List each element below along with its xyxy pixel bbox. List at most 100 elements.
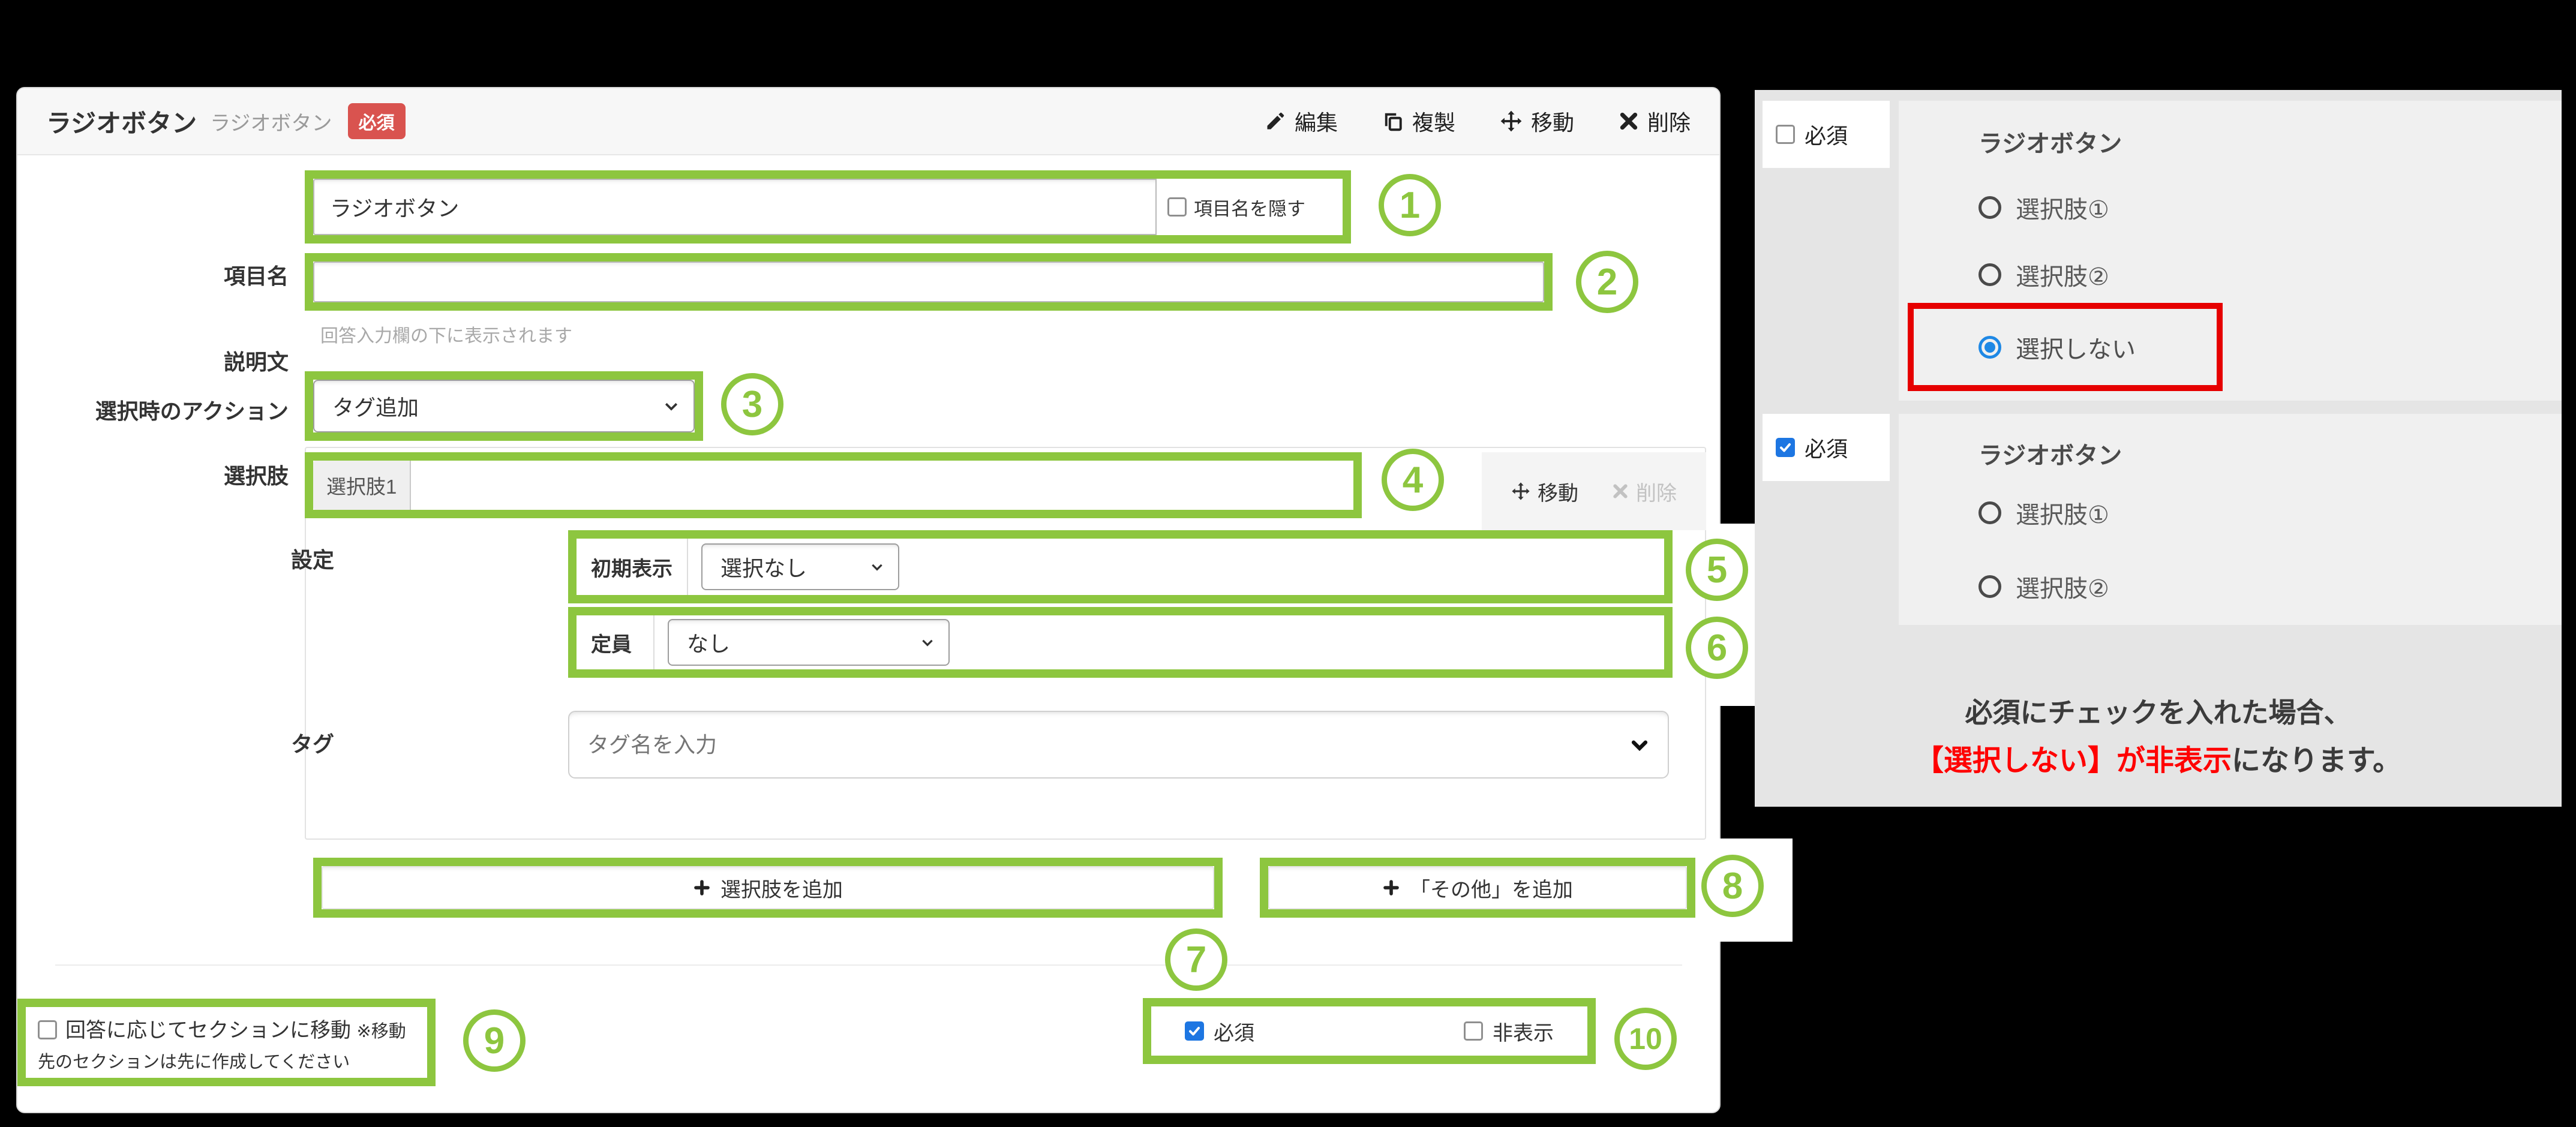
capacity-label: 定員 [577, 615, 654, 669]
description-annotation-box [305, 253, 1553, 311]
plus-icon [1382, 879, 1400, 897]
settings-label: 設定 [291, 548, 335, 572]
duplicate-button[interactable]: 複製 [1382, 106, 1455, 137]
capacity-value: なし [687, 632, 731, 656]
move-icon [1511, 482, 1530, 501]
required-label: 必須 [1214, 1021, 1254, 1045]
marker-9: 9 [463, 1009, 526, 1072]
section-move-checkbox[interactable] [38, 1020, 57, 1039]
choice-delete-label: 削除 [1636, 482, 1677, 505]
item-name-annotation-box: 項目名を隠す [305, 170, 1351, 244]
radio-icon[interactable] [1978, 263, 2001, 286]
required-option[interactable]: 必須 [1185, 1017, 1254, 1046]
marker-3: 3 [721, 373, 783, 435]
chevron-down-icon [662, 397, 680, 415]
choice-move-button[interactable]: 移動 [1511, 477, 1578, 506]
add-other-label: 「その他」を追加 [1410, 878, 1573, 901]
choice-delete-button[interactable]: 削除 [1612, 477, 1677, 506]
field-editor-card: ラジオボタン ラジオボタン 必須 編集 複製 移動 [16, 87, 1721, 1113]
radio-option[interactable]: 選択肢① [1978, 188, 2109, 227]
choice-input[interactable] [411, 461, 1353, 510]
marker-4: 4 [1382, 449, 1444, 511]
hidden-option[interactable]: 非表示 [1464, 1017, 1554, 1046]
footer-divider [55, 964, 1682, 966]
marker-2: 2 [1576, 251, 1638, 313]
preview-group1-area [1899, 101, 2562, 401]
capacity-annotation-box: 定員 なし [568, 607, 1673, 678]
required-label: 必須 [1805, 124, 1848, 148]
radio-selected-icon[interactable] [1978, 335, 2001, 359]
preview-group1-title: ラジオボタン [1978, 131, 2122, 157]
radio-option[interactable]: 選択肢② [1978, 567, 2109, 606]
choice-row-actions: 移動 削除 [1482, 452, 1706, 530]
delete-icon [1619, 111, 1639, 131]
no-selection-highlight-box: 選択しない [1908, 303, 2223, 391]
tag-input[interactable] [587, 732, 1629, 758]
choice-move-label: 移動 [1538, 482, 1578, 505]
delete-icon [1612, 483, 1629, 500]
preview-panel: 必須 ラジオボタン 選択肢① 選択肢② 選択しない 必須 ラジオボタン 選択肢①… [1755, 90, 2562, 807]
move-button[interactable]: 移動 [1500, 106, 1574, 137]
section-move-note: ※移動先のセクションは先に作成してください [38, 1022, 406, 1072]
preview-group2-required-cell: 必須 [1763, 414, 1890, 481]
radio-icon[interactable] [1978, 196, 2001, 219]
chevron-down-icon [869, 559, 885, 575]
select-action-value: タグ追加 [332, 395, 419, 420]
description-label: 説明文 [223, 350, 289, 374]
tag-combobox[interactable] [568, 711, 1669, 779]
description-helper-text: 回答入力欄の下に表示されます [320, 326, 572, 346]
choice-annotation-box: 選択肢1 [305, 452, 1362, 518]
marker-5: 5 [1686, 539, 1748, 601]
preview-group2-title: ラジオボタン [1978, 443, 2122, 469]
field-title: ラジオボタン [46, 109, 197, 137]
item-name-input[interactable] [313, 179, 1157, 235]
radio-option[interactable]: 選択肢① [1978, 494, 2109, 532]
preview-group2-area [1899, 414, 2562, 625]
radio-option-label: 選択肢② [2016, 264, 2109, 290]
header-actions: 編集 複製 移動 削除 [1265, 106, 1691, 137]
radio-icon[interactable] [1978, 575, 2001, 598]
choice-prefix: 選択肢1 [313, 461, 412, 510]
initial-display-dropdown[interactable]: 選択なし [701, 543, 899, 590]
required-checkbox[interactable] [1776, 125, 1795, 144]
edit-button[interactable]: 編集 [1265, 106, 1338, 137]
hide-item-name-checkbox[interactable] [1167, 197, 1187, 217]
radio-option[interactable]: 選択肢② [1978, 256, 2109, 294]
required-checkbox[interactable] [1185, 1021, 1204, 1041]
add-choice-annotation-box: 選択肢を追加 [313, 858, 1223, 918]
caption-line2-rest: になります。 [2231, 745, 2402, 777]
preview-group1-required-cell: 必須 [1763, 101, 1890, 168]
add-other-button[interactable]: 「その他」を追加 [1268, 866, 1687, 909]
delete-label: 削除 [1647, 110, 1691, 135]
field-subtitle: ラジオボタン [210, 112, 332, 135]
radio-option-label: 選択肢① [2016, 197, 2109, 223]
required-hidden-annotation-box: 必須 非表示 [1143, 998, 1596, 1064]
select-action-annotation-box: タグ追加 [305, 371, 703, 441]
required-checkbox[interactable] [1776, 438, 1795, 457]
description-input[interactable] [313, 262, 1544, 302]
radio-icon[interactable] [1978, 501, 2001, 524]
move-label: 移動 [1530, 110, 1574, 135]
marker-10: 10 [1614, 1008, 1677, 1070]
caption-line2: 【選択しない】が非表示になります。 [1755, 737, 2562, 779]
chevron-down-icon[interactable] [1629, 735, 1650, 755]
select-action-dropdown[interactable]: タグ追加 [313, 380, 695, 432]
delete-button[interactable]: 削除 [1619, 106, 1691, 137]
add-choice-label: 選択肢を追加 [720, 878, 843, 901]
caption-line1: 必須にチェックを入れた場合、 [1965, 697, 2352, 728]
chevron-down-icon [920, 635, 935, 650]
radio-option-label: 選択しない [2016, 336, 2136, 363]
capacity-dropdown[interactable]: なし [668, 619, 950, 666]
caption-line2-red: 【選択しない】が非表示 [1914, 745, 2232, 777]
select-action-label: 選択時のアクション [95, 399, 289, 423]
editor-header: ラジオボタン ラジオボタン 必須 編集 複製 移動 [17, 88, 1719, 155]
hidden-checkbox[interactable] [1464, 1021, 1483, 1041]
tag-label: タグ [291, 732, 335, 756]
plus-icon [693, 879, 711, 897]
hide-item-name-option[interactable]: 項目名を隠す [1157, 179, 1343, 235]
required-label: 必須 [1805, 437, 1848, 461]
check-icon [1780, 443, 1791, 452]
copy-icon [1382, 110, 1404, 132]
marker-7: 7 [1165, 928, 1227, 991]
add-choice-button[interactable]: 選択肢を追加 [322, 866, 1214, 909]
